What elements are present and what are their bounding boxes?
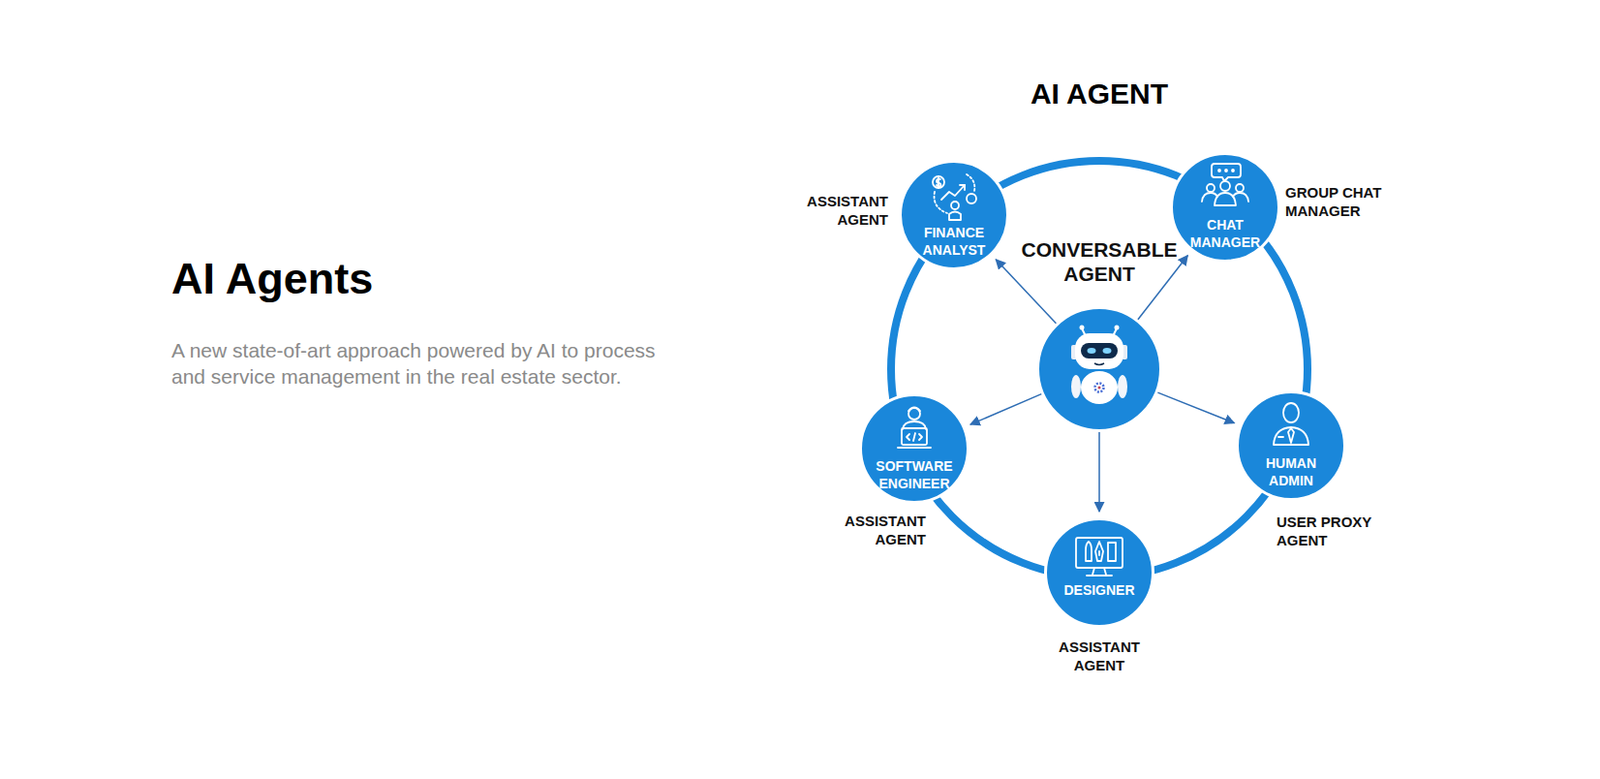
robot-illustration — [1071, 325, 1128, 405]
node-name: SOFTWARE ENGINEER — [867, 457, 961, 493]
engineer-icon — [901, 428, 927, 445]
node-name: CHAT MANAGER — [1178, 215, 1272, 251]
agent-node: CONVERSABLE AGENT — [1036, 306, 1163, 432]
agent-node: CHAT MANAGERGROUP CHAT MANAGER — [1169, 152, 1281, 263]
designer-icon — [1076, 537, 1123, 576]
robot-illustration — [1071, 344, 1077, 360]
designer-icon — [1076, 537, 1123, 568]
node-circle — [900, 161, 1009, 270]
finance-icon — [949, 212, 961, 221]
node-name: DESIGNER — [1052, 581, 1146, 599]
robot-illustration — [1094, 363, 1105, 366]
finance-icon — [966, 174, 975, 191]
role-label: USER PROXY AGENT — [1276, 512, 1385, 550]
designer-icon — [1095, 541, 1104, 561]
connector-arrow — [1138, 255, 1188, 320]
chat-icon — [1214, 192, 1236, 206]
robot-illustration — [1075, 333, 1124, 370]
engineer-icon — [908, 407, 921, 420]
node-circle — [1044, 517, 1155, 628]
engineer-icon — [897, 407, 931, 449]
node-circle — [1237, 392, 1346, 500]
chat-icon — [1232, 192, 1249, 202]
robot-illustration — [1087, 347, 1097, 354]
agent-node: FINANCE ANALYSTASSISTANT AGENT — [898, 159, 1010, 271]
node-circle — [1038, 307, 1162, 431]
engineer-icon — [902, 421, 926, 430]
designer-icon — [1085, 541, 1092, 561]
finance-icon — [951, 201, 959, 210]
engineer-icon — [908, 407, 921, 412]
diagram-title: AI AGENT — [953, 75, 1245, 113]
agent-node: HUMAN ADMINUSER PROXY AGENT — [1235, 390, 1347, 501]
chat-icon — [1206, 184, 1215, 192]
chat-icon — [1225, 169, 1228, 172]
role-label: ASSISTANT AGENT — [817, 511, 926, 549]
node-circle — [861, 395, 969, 503]
finance-icon — [934, 191, 948, 214]
finance-icon — [932, 176, 945, 188]
agent-node: SOFTWARE ENGINEERASSISTANT AGENT — [859, 393, 970, 504]
finance-icon — [932, 174, 977, 220]
chat-icon — [1201, 163, 1249, 206]
chat-icon — [1218, 169, 1221, 172]
robot-illustration — [1098, 386, 1102, 390]
chat-icon — [1231, 169, 1234, 172]
node-circle — [1036, 306, 1163, 432]
chat-icon — [1201, 192, 1218, 202]
robot-illustration — [1080, 342, 1118, 359]
node-circle — [1171, 153, 1280, 262]
page-caption: A new state-of-art approach powered by A… — [171, 337, 676, 390]
connector-arrow — [995, 259, 1056, 324]
admin-icon — [1278, 435, 1284, 438]
robot-illustration — [1080, 370, 1118, 404]
connector-arrow — [1157, 392, 1234, 424]
robot-illustration — [1117, 374, 1128, 399]
designer-icon — [1107, 542, 1116, 561]
node-name: FINANCE ANALYST — [907, 223, 1001, 259]
admin-icon — [1273, 427, 1309, 445]
admin-icon — [1273, 402, 1309, 445]
agent-node: DESIGNERASSISTANT AGENT — [1044, 517, 1155, 628]
engineer-icon — [906, 432, 923, 441]
engineer-icon — [897, 446, 931, 449]
finance-icon — [959, 184, 965, 190]
finance-icon — [936, 176, 941, 188]
admin-icon — [1288, 428, 1294, 443]
connector-arrow — [1098, 431, 1101, 512]
robot-illustration — [1121, 344, 1128, 360]
connector-arrow — [970, 394, 1042, 426]
chat-icon — [1220, 181, 1231, 191]
robot-illustration — [1081, 328, 1117, 337]
role-label: ASSISTANT AGENT — [779, 191, 889, 229]
page-title: AI Agents — [171, 254, 373, 304]
chat-icon — [1235, 184, 1244, 192]
node-circle — [1046, 519, 1154, 627]
role-label: CONVERSABLE AGENT — [997, 237, 1201, 286]
designer-icon — [1086, 567, 1112, 576]
finance-icon — [966, 193, 977, 204]
admin-icon — [1283, 402, 1299, 423]
robot-illustration — [1071, 374, 1081, 399]
role-label: GROUP CHAT MANAGER — [1285, 183, 1394, 220]
robot-illustration — [1095, 383, 1105, 393]
node-name: HUMAN ADMIN — [1244, 454, 1338, 490]
robot-illustration — [1079, 325, 1085, 331]
finance-icon — [941, 184, 965, 200]
role-label: ASSISTANT AGENT — [1045, 637, 1154, 675]
robot-illustration — [1114, 325, 1120, 331]
robot-illustration — [1103, 347, 1112, 354]
chat-icon — [1211, 163, 1241, 182]
